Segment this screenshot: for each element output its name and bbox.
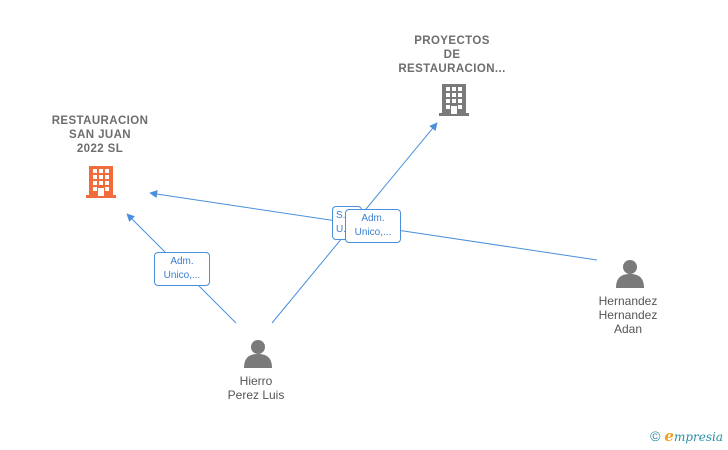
building-icon[interactable] bbox=[86, 166, 116, 198]
edge-label-hierro-to-san-juan[interactable]: Adm. Unico,... bbox=[154, 252, 210, 286]
person-label-hierro[interactable]: Hierro Perez Luis bbox=[227, 374, 285, 402]
company-label-proyectos[interactable]: PROYECTOS DE RESTAURACION... bbox=[398, 35, 506, 75]
person-icon[interactable] bbox=[616, 260, 644, 288]
edge-label-hernandez-to-san-juan[interactable]: Adm. Unico,... bbox=[345, 209, 401, 243]
empresia-logo[interactable]: empresia bbox=[664, 427, 723, 445]
person-label-hernandez[interactable]: Hernandez Hernandez Adan bbox=[598, 294, 658, 336]
person-icon[interactable] bbox=[244, 340, 272, 368]
building-icon[interactable] bbox=[439, 84, 469, 116]
brand-footer: © empresia bbox=[650, 427, 723, 445]
company-label-restauracion-san-juan[interactable]: RESTAURACION SAN JUAN 2022 SL bbox=[51, 115, 149, 155]
copyright-icon: © bbox=[650, 428, 661, 444]
